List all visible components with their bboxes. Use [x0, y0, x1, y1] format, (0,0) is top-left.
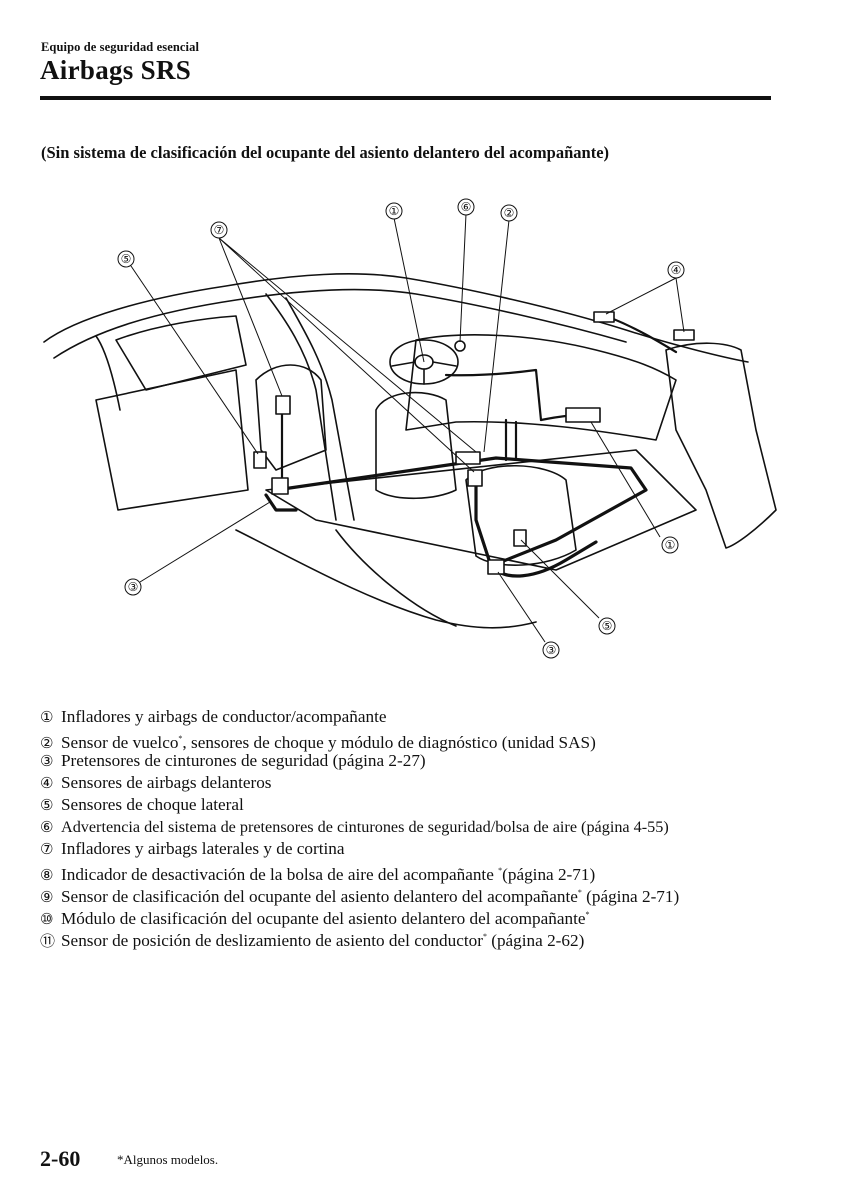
page-title: Airbags SRS	[40, 55, 192, 85]
dashboard	[405, 333, 677, 441]
footnote: *Algunos modelos.	[117, 1152, 219, 1167]
rear-door	[95, 369, 249, 511]
warning-light	[454, 340, 466, 352]
a-pillar-left	[95, 335, 121, 411]
callout-1-right: ①	[665, 538, 676, 552]
legend-number: ⑩	[40, 910, 54, 928]
legend-number: ①	[40, 708, 54, 726]
driver-seat	[375, 391, 457, 500]
legend-text: Módulo de clasificación del ocupante del…	[61, 909, 586, 928]
lower-body	[235, 529, 537, 629]
floor	[265, 449, 697, 571]
legend-text: Sensores de choque lateral	[61, 795, 244, 814]
legend-number: ⑪	[40, 932, 56, 950]
diagram-subtitle: (Sin sistema de clasificación del ocupan…	[41, 143, 610, 162]
legend-number: ②	[40, 734, 54, 752]
callout-5-left: ⑤	[121, 252, 132, 266]
callout-3-bottom: ③	[546, 643, 557, 657]
callout-4: ④	[671, 263, 682, 277]
legend-text-cont: , sensores de choque y módulo de diagnós…	[182, 733, 596, 752]
page-number: 2-60	[40, 1146, 81, 1171]
legend-item: ① Infladores y airbags de conductor/acomp…	[40, 706, 800, 728]
sas-unit	[455, 451, 481, 465]
passenger-airbag-module	[565, 407, 601, 423]
legend-text-cont: (página 2-71)	[581, 887, 680, 906]
legend-text: Sensores de airbags delanteros	[61, 773, 272, 792]
legend-number: ④	[40, 774, 54, 792]
legend-text: Infladores y airbags de conductor/acompa…	[61, 707, 387, 726]
rear-window	[115, 315, 247, 391]
wiring-harness	[274, 456, 648, 568]
pretensioner-right	[487, 559, 505, 575]
legend-item: ⑪ Sensor de posición de deslizamiento de …	[40, 926, 800, 950]
footnote-marker: *	[577, 888, 582, 897]
legend-number: ⑥	[40, 818, 54, 836]
callout-1-top: ①	[389, 204, 400, 218]
legend-text-cont: (página 2-71)	[502, 865, 596, 884]
footnote-marker: *	[178, 734, 183, 743]
legend-number: ⑧	[40, 866, 54, 884]
side-airbag-module-center	[467, 469, 483, 487]
legend-text: Sensor de clasificación del ocupante del…	[61, 887, 578, 906]
legend-item: ⑥ Advertencia del sistema de pretensores …	[40, 816, 800, 838]
legend-text: Infladores y airbags laterales y de cort…	[61, 839, 345, 858]
legend-number: ⑦	[40, 840, 54, 858]
legend-item: ⑩ Módulo de clasificación del ocupante de…	[40, 904, 800, 928]
airbag-system-diagram: ① ② ⑥ ④ ⑤ ⑦ ① ③ ⑤ ③	[43, 198, 777, 659]
callout-5-right: ⑤	[602, 619, 613, 633]
legend-item: ⑨ Sensor de clasificación del ocupante de…	[40, 882, 800, 906]
legend-item: ⑦ Infladores y airbags laterales y de cor…	[40, 838, 800, 860]
rear-seat	[255, 364, 327, 471]
legend-item: ② Sensor de vuelco*, sensores de choque y…	[40, 728, 800, 752]
side-airbag-module-left	[275, 395, 291, 415]
legend-text: Indicador de desactivación de la bolsa d…	[61, 865, 499, 884]
pretensioner-left	[271, 477, 289, 495]
car-roof-inner	[53, 288, 627, 359]
legend-text: Pretensores de cinturones de seguridad (…	[61, 751, 426, 770]
footnote-marker: *	[482, 932, 487, 941]
front-sensor-1	[593, 311, 615, 323]
section-label: Equipo de seguridad esencial	[41, 40, 200, 54]
component-legend: ① Infladores y airbags de conductor/acomp…	[40, 706, 800, 950]
legend-item: ③ Pretensores de cinturones de seguridad …	[40, 750, 800, 772]
b-pillar-inner	[285, 297, 355, 521]
legend-item: ④ Sensores de airbags delanteros	[40, 772, 800, 794]
footnote-marker: *	[498, 866, 503, 875]
side-sensor-left	[253, 451, 267, 469]
legend-text: Sensor de posición de deslizamiento de a…	[61, 931, 483, 950]
callout-3-left: ③	[128, 580, 139, 594]
title-rule	[40, 96, 771, 100]
legend-number: ⑨	[40, 888, 54, 906]
legend-number: ③	[40, 752, 54, 770]
footnote-marker: *	[585, 910, 590, 919]
b-pillar	[265, 293, 337, 521]
legend-number: ⑤	[40, 796, 54, 814]
legend-text-cont: (página 2-62)	[486, 931, 585, 950]
callout-7: ⑦	[214, 223, 225, 237]
front-door-open	[665, 342, 777, 549]
callout-2: ②	[504, 206, 515, 220]
legend-item: ⑤ Sensores de choque lateral	[40, 794, 800, 816]
legend-text: Sensor de vuelco	[61, 733, 179, 752]
callout-6: ⑥	[461, 200, 472, 214]
legend-text: Advertencia del sistema de pretensores d…	[61, 818, 669, 836]
legend-item: ⑧ Indicador de desactivación de la bolsa …	[40, 860, 800, 884]
